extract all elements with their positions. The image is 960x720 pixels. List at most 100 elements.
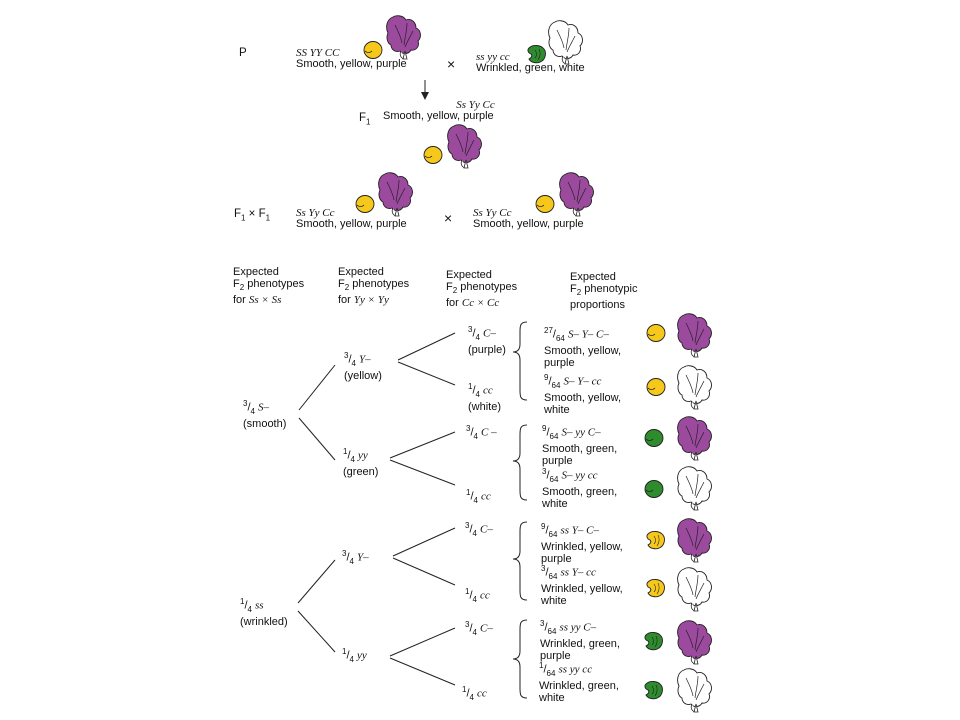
f1-cross-sub2: 1 [265,213,271,223]
node-c1-num: 3 [468,325,473,334]
f1-cross-left-phenotype: Smooth, yellow, purple [296,218,407,230]
result-1-den: 64 [555,333,565,343]
header-col2-line2: F2 phenotypes [338,278,409,294]
header-col1-line1: Expected [233,266,279,278]
f1-label-text: F [359,112,367,124]
brace-4 [512,619,528,699]
result-3-num: 9 [542,424,547,433]
pea-yellow-smooth-icon [363,41,383,59]
node-c2-genotype: cc [483,384,493,397]
node-y1-num: 3 [344,351,349,360]
node-smooth-phenotype: (smooth) [243,417,287,430]
header-col1-sub: 2 [239,283,245,293]
result-1-num: 27 [544,326,553,335]
branch-y1-c1 [397,332,456,361]
header-col2-line1: Expected [338,266,384,278]
node-wrinkled-num: 1 [240,597,245,606]
node-y1-genotype: Y– [359,353,371,366]
header-col3-text: phenotypes [457,281,518,293]
parent-left-phenotype: Smooth, yellow, purple [296,58,407,70]
header-col4: Expected F2 phenotypic proportions [570,271,637,311]
node-smooth-den: 4 [250,406,255,416]
node-smooth-num: 3 [243,399,248,408]
node-c4-den: 4 [473,495,478,505]
purple-flower-icon [677,416,712,461]
header-col1-line2: F2 phenotypes [233,278,304,294]
cross-symbol: × [444,210,453,226]
node-smooth: 3/4 S– (smooth) [243,399,287,430]
node-c2-num: 1 [468,382,473,391]
node-wrinkled-genotype: ss [255,599,264,612]
header-col4-text: phenotypic [581,283,638,295]
parent-right-phenotype: Wrinkled, green, white [476,62,585,74]
result-5-phenotype: Wrinkled, yellow, [541,540,623,553]
node-c7-den: 4 [472,627,477,637]
f1-phenotype: Smooth, yellow, purple [383,110,494,122]
node-c8: 1/4 cc [462,685,487,702]
header-col1-line3: for Ss × Ss [233,294,304,306]
white-flower-icon [677,668,712,713]
branch-y2-c4 [389,459,456,486]
node-c3-den: 4 [473,431,478,441]
f1-cross-label-x: × F [245,208,266,220]
branch-s-y1 [298,364,336,411]
header-col2-for: for [338,294,354,307]
f1-cross-right-phenotype: Smooth, yellow, purple [473,218,584,230]
header-col3-for: for [446,297,462,310]
result-6-phenotype-2: white [541,594,567,607]
node-c1-phenotype: (purple) [468,343,506,356]
white-flower-icon [677,365,712,410]
branch-y4-c7 [389,627,456,657]
brace-2 [512,424,528,501]
pea-yellow-smooth-icon [646,324,666,342]
result-1-phenotype: Smooth, yellow, [544,344,622,357]
arrow-head [421,92,429,100]
purple-flower-icon [677,518,712,563]
node-c6-den: 4 [472,594,477,604]
result-8-den: 64 [546,668,556,678]
node-c3-genotype: C – [481,426,497,439]
result-3-den: 64 [549,431,559,441]
node-c5-den: 4 [472,528,477,538]
node-c5: 3/4 C– [465,521,493,538]
result-2-den: 64 [551,380,561,390]
node-y3-den: 4 [349,556,354,566]
node-y4-genotype: yy [357,649,367,662]
f1-offspring: Ss Yy Cc Smooth, yellow, purple [383,99,523,122]
header-col2-genotype: Yy × Yy [353,294,389,307]
branch-y3-c5 [392,527,456,557]
node-y2-den: 4 [350,454,355,464]
header-col4-line3: proportions [570,299,626,312]
header-col1-text: phenotypes [244,278,305,290]
branch-y2-c3 [389,431,456,459]
header-col1: Expected F2 phenotypes for Ss × Ss [233,266,304,306]
pea-yellow-smooth-icon [646,378,666,396]
cross-symbol: × [447,56,456,72]
node-y1-den: 4 [351,358,356,368]
header-col1-genotype: Ss × Ss [248,294,282,307]
node-c5-genotype: C– [480,523,493,536]
f1-cross-right: Ss Yy Cc Smooth, yellow, purple [473,207,584,230]
result-7-num: 3 [540,619,545,628]
result-1-genotype: S– Y– C– [567,328,609,341]
header-col3-line2: F2 phenotypes [446,281,517,297]
parent-right-genotype: ss yy cc [476,51,510,63]
node-c7-num: 3 [465,620,470,629]
header-col3: Expected F2 phenotypes for Cc × Cc [446,269,517,309]
node-y2: 1/4 yy (green) [343,447,379,478]
header-col2-line3: for Yy × Yy [338,294,409,306]
pea-green-smooth-icon [644,429,664,447]
header-col4-sub: 2 [576,288,582,298]
node-c7: 3/4 C– [465,620,493,637]
node-y4-num: 1 [342,647,347,656]
node-y3: 3/4 Y– [342,549,369,566]
node-c2-den: 4 [475,389,480,399]
result-6-phenotype: Wrinkled, yellow, [541,582,623,595]
pea-yellow-smooth-icon [355,195,375,213]
header-col3-line3: for Cc × Cc [446,297,517,309]
node-c1: 3/4 C– (purple) [468,325,506,356]
result-3-phenotype: Smooth, green, [542,442,618,455]
purple-flower-icon [378,172,413,217]
f1-cross-sub1: 1 [241,213,246,223]
